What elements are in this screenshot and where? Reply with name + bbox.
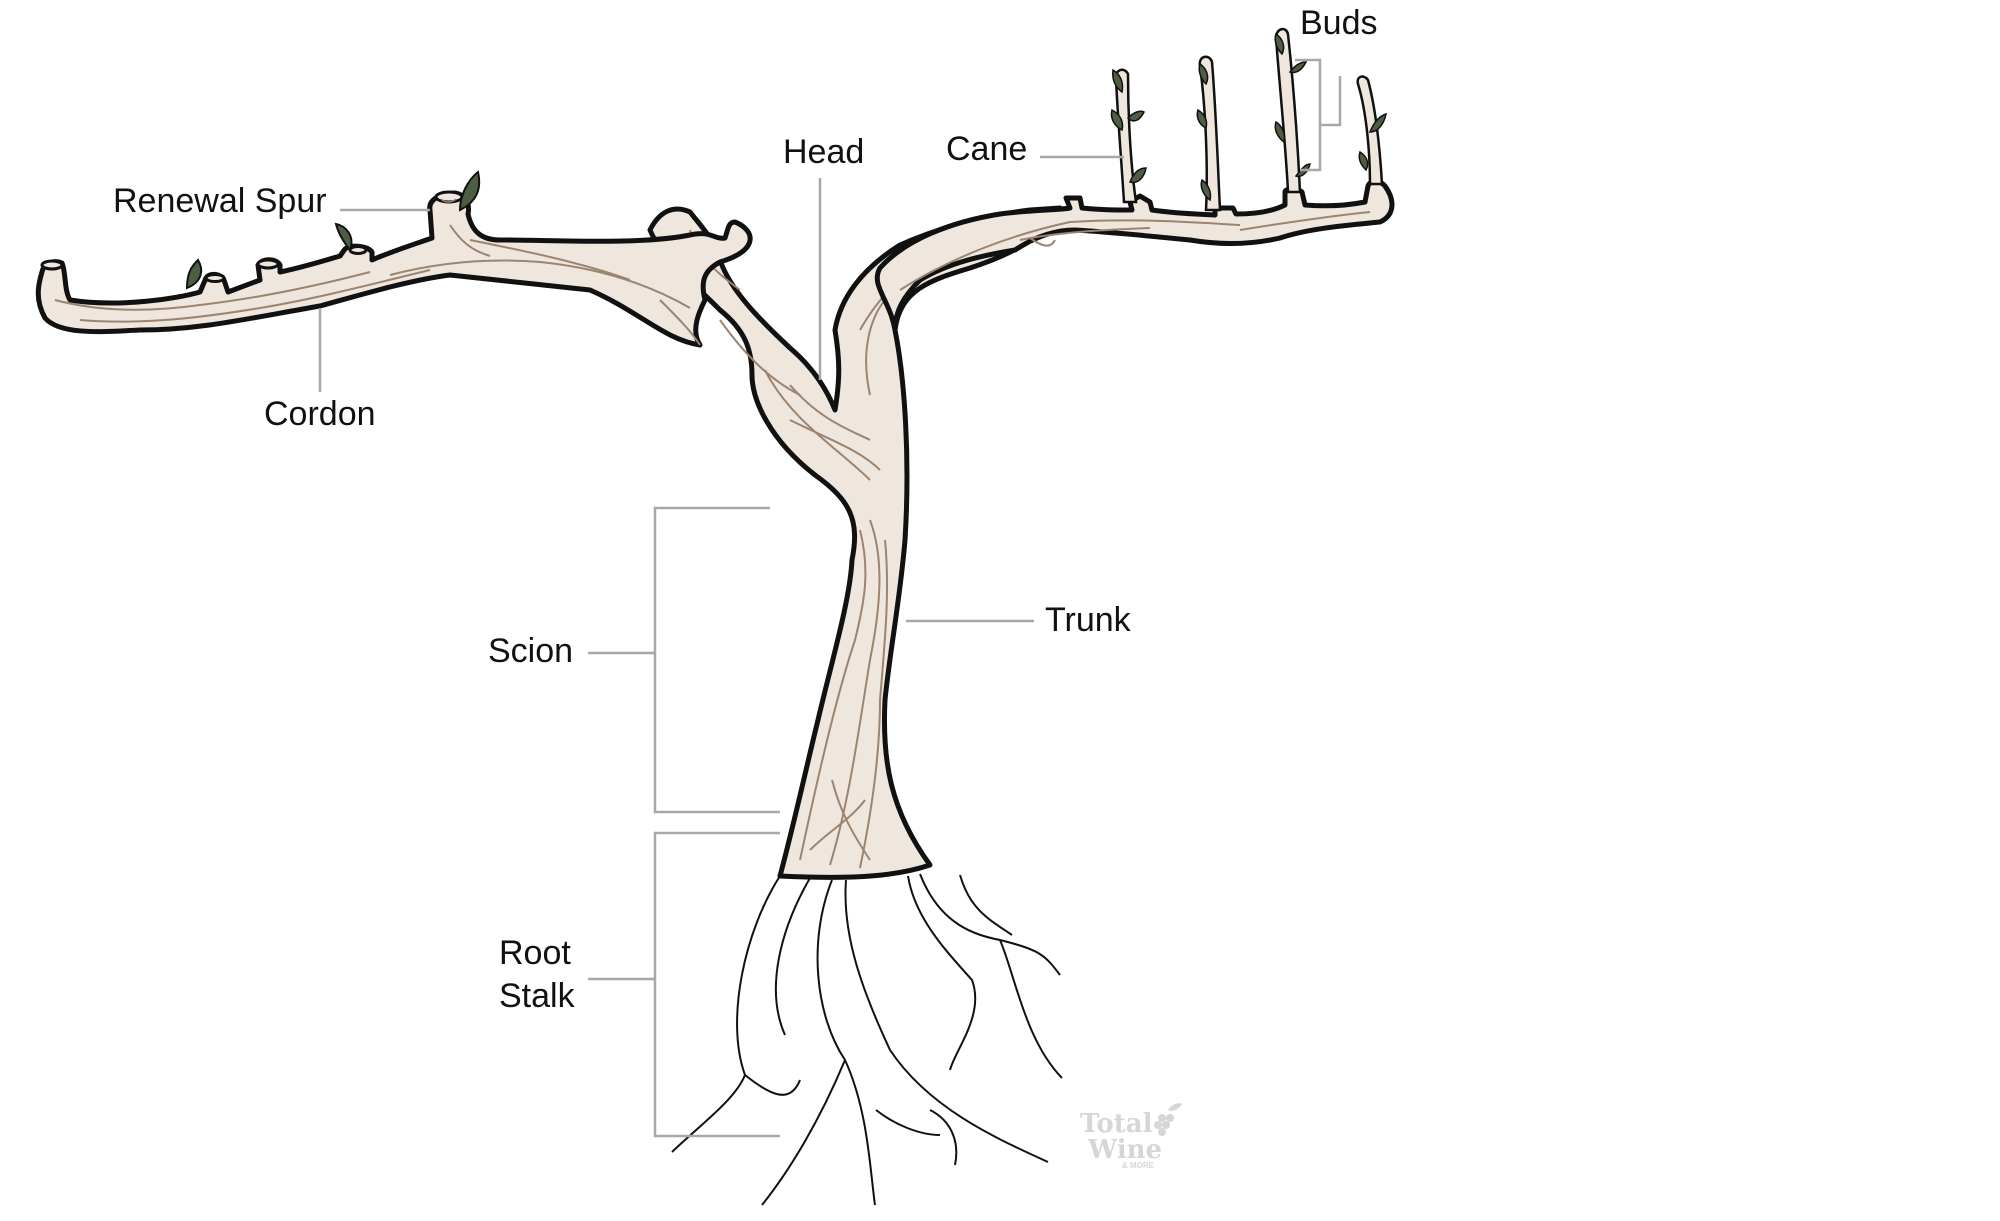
label-buds: Buds: [1300, 4, 1378, 42]
label-root-stalk-line1: Root: [499, 934, 571, 972]
trunk: [647, 205, 1063, 880]
bud-icon: [1198, 62, 1209, 86]
watermark-line2: Wine: [1087, 1135, 1162, 1165]
cordon-right: [874, 27, 1395, 333]
label-trunk: Trunk: [1045, 601, 1132, 639]
bud-icon: [1274, 120, 1286, 144]
bud-icon: [1200, 178, 1212, 202]
roots: [671, 873, 1063, 1206]
label-cane: Cane: [946, 130, 1027, 168]
leader-lines: [318, 58, 1342, 1138]
label-scion: Scion: [488, 632, 573, 670]
bud-icon: [1288, 61, 1308, 74]
bud-icon: [1112, 68, 1124, 94]
labels: Renewal Spur Cordon Head Cane Buds Trunk…: [113, 4, 1378, 1015]
bud-icon: [1126, 110, 1146, 122]
bud-icon: [1274, 32, 1285, 56]
label-root-stalk-line2: Stalk: [499, 977, 576, 1015]
cordon-left: [35, 170, 753, 348]
watermark-logo: Total Wine & MORE: [1080, 1103, 1182, 1170]
bud-icon: [1196, 108, 1208, 130]
label-renewal-spur: Renewal Spur: [113, 182, 327, 220]
bud-icon: [1368, 112, 1387, 133]
label-head: Head: [783, 133, 864, 171]
label-cordon: Cordon: [264, 395, 376, 433]
grape-icon: [1154, 1103, 1182, 1136]
bud-icon: [1128, 167, 1147, 184]
canes: [1114, 27, 1384, 212]
leaf-icon: [458, 170, 481, 212]
watermark-line1: Total: [1080, 1109, 1153, 1139]
leaf-icon: [334, 222, 353, 253]
bud-icon: [1358, 150, 1369, 172]
leaf-icon: [185, 258, 203, 290]
watermark-line3: & MORE: [1122, 1161, 1155, 1170]
bud-icon: [1110, 108, 1124, 132]
